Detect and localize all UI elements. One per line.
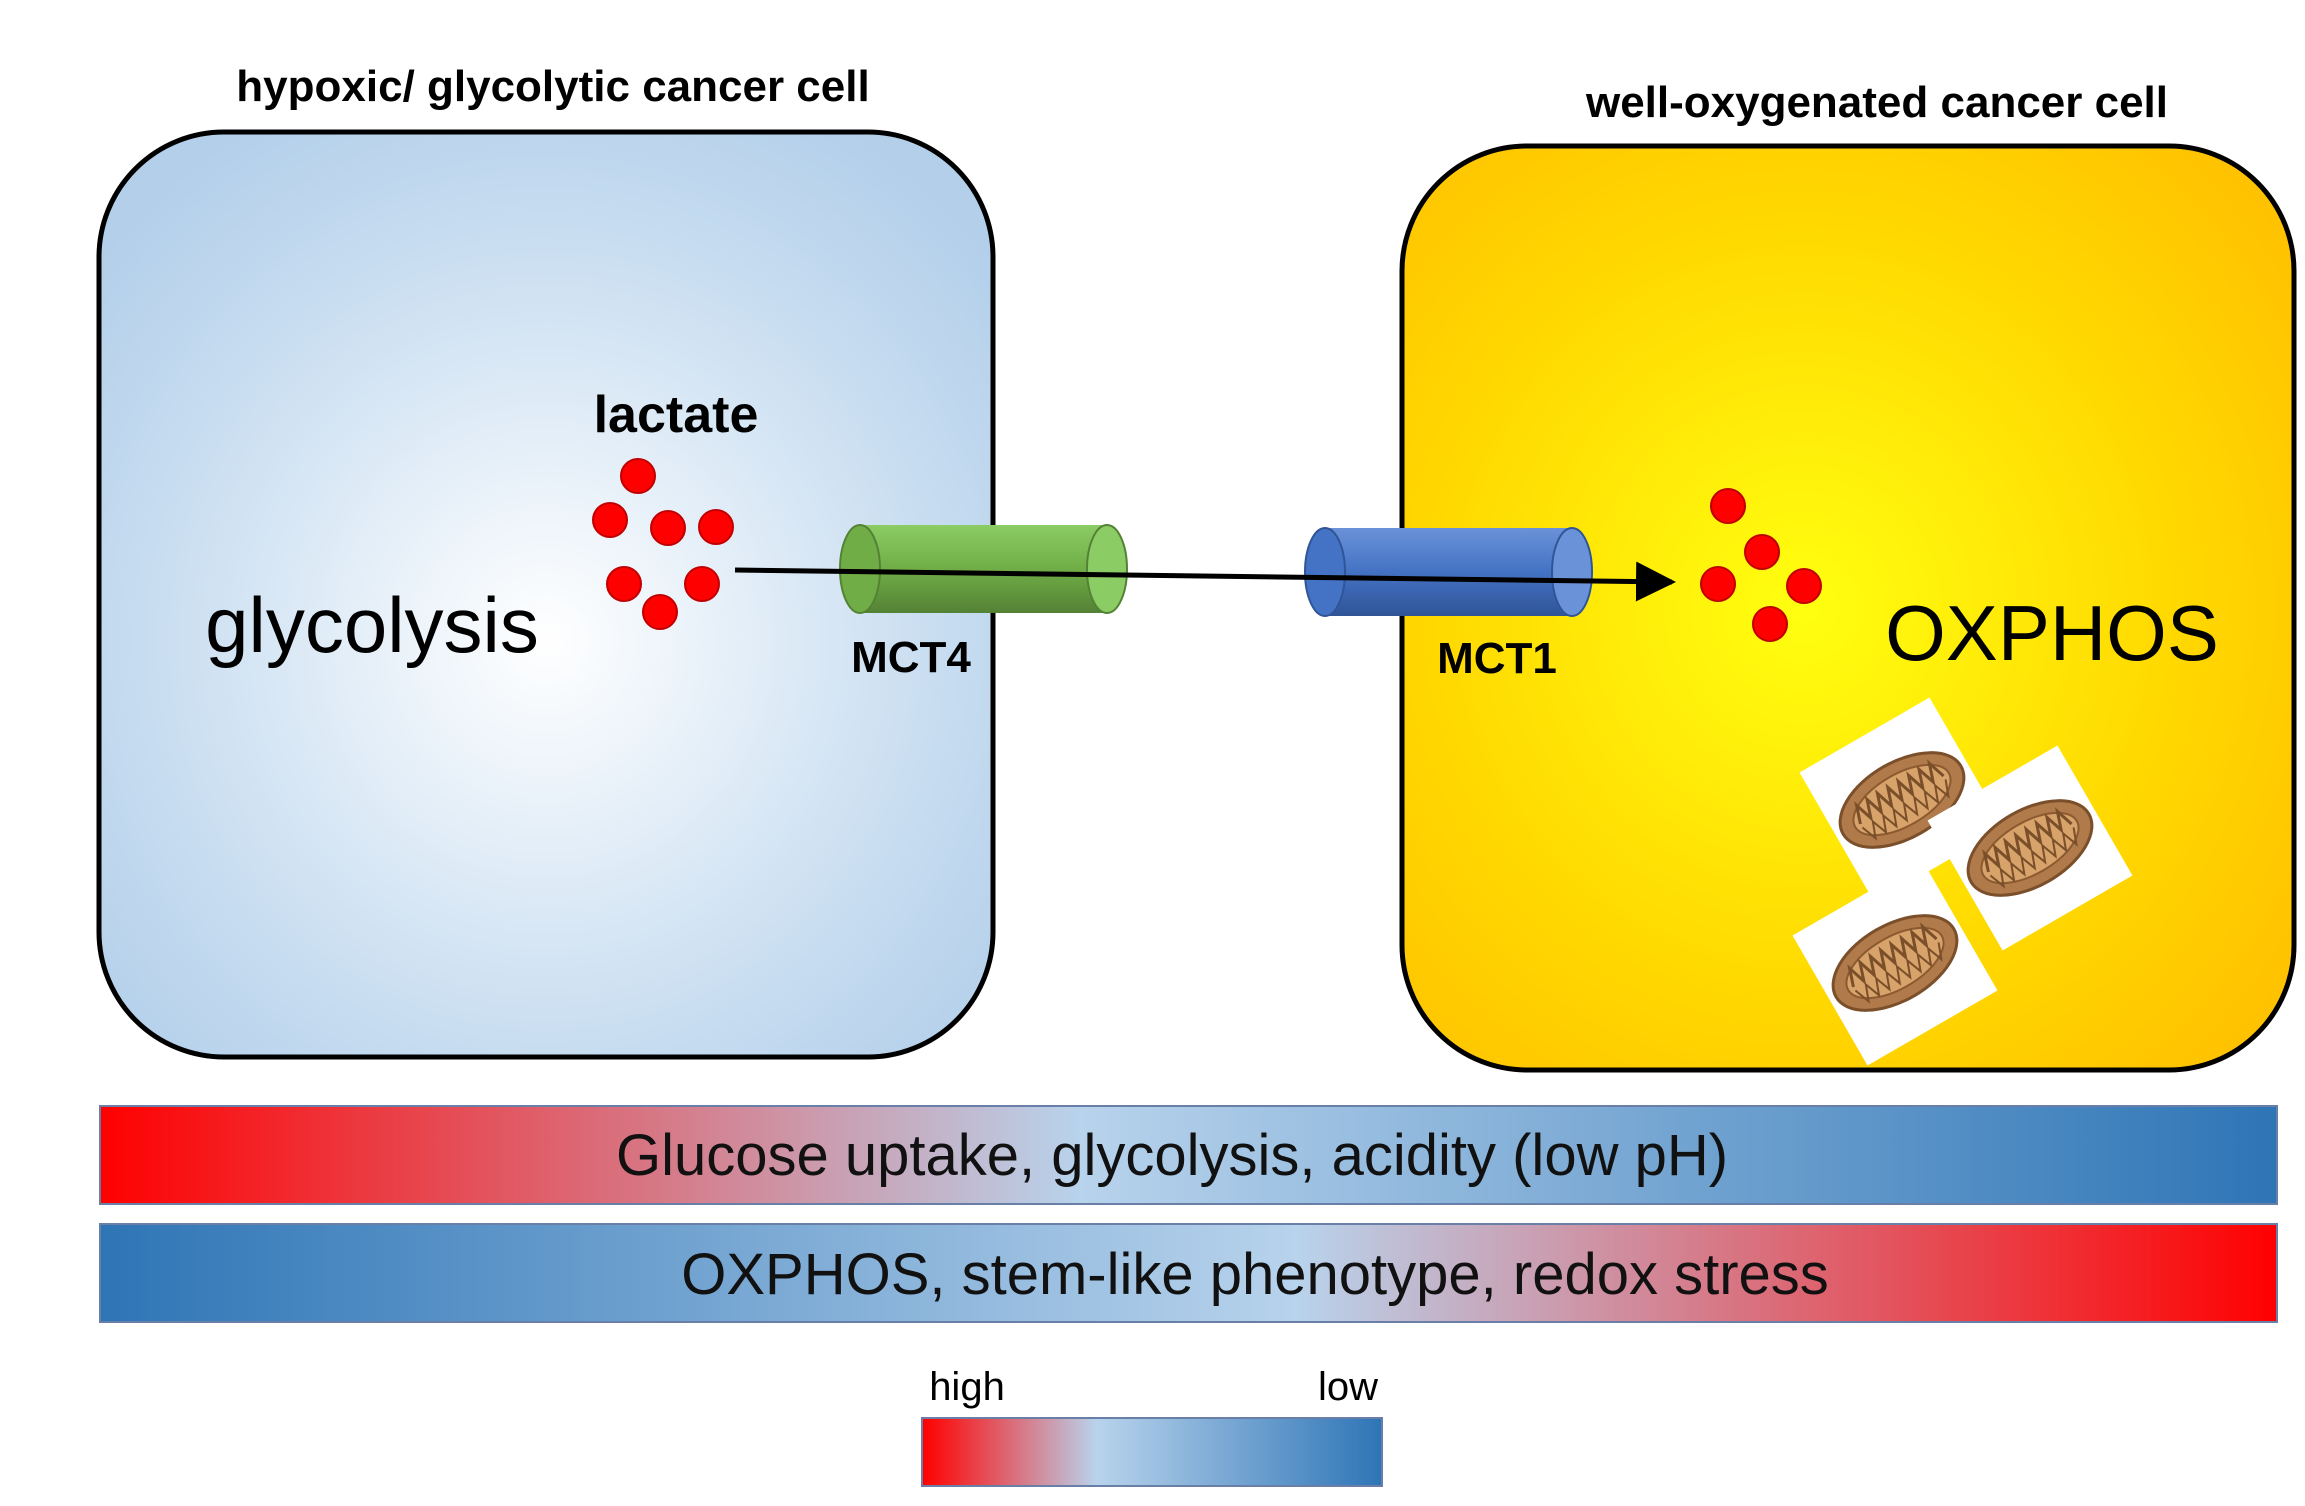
mct4-label: MCT4 <box>851 633 971 682</box>
lactate-molecule <box>620 458 656 494</box>
right-cell-title: well-oxygenated cancer cell <box>1585 78 2168 127</box>
lactate-molecule <box>606 566 642 602</box>
lactate-molecule <box>1710 488 1746 524</box>
lactate-molecule <box>642 594 678 630</box>
lactate-molecule <box>1700 566 1736 602</box>
left-cell-title: hypoxic/ glycolytic cancer cell <box>236 62 869 111</box>
lactate-label: lactate <box>594 386 759 444</box>
mct1-transporter <box>1304 527 1593 617</box>
oxphos-label: OXPHOS <box>1885 589 2219 677</box>
lactate-molecule <box>650 510 686 546</box>
gradient-bar-glucose: Glucose uptake, glycolysis, acidity (low… <box>99 1105 2278 1205</box>
glycolysis-label: glycolysis <box>205 581 539 669</box>
lactate-molecule <box>698 509 734 545</box>
mct4-transporter <box>839 524 1128 614</box>
gradient-bar-glucose-label: Glucose uptake, glycolysis, acidity (low… <box>616 1123 1728 1188</box>
lactate-molecule <box>684 566 720 602</box>
legend-low-label: low <box>1318 1365 1378 1409</box>
legend: high low <box>921 1365 1383 1487</box>
legend-high-label: high <box>929 1365 1005 1409</box>
mct1-label: MCT1 <box>1437 634 1557 683</box>
lactate-molecule <box>1752 606 1788 642</box>
lactate-molecule <box>1744 534 1780 570</box>
lactate-molecule <box>1786 568 1822 604</box>
gradient-bar-oxphos: OXPHOS, stem-like phenotype, redox stres… <box>99 1223 2278 1323</box>
right-lactate-molecules <box>1700 488 1822 642</box>
left-lactate-molecules <box>592 458 734 630</box>
lactate-transport-arrow <box>734 561 1676 602</box>
gradient-bar-oxphos-label: OXPHOS, stem-like phenotype, redox stres… <box>681 1242 1829 1307</box>
legend-color-scale <box>921 1417 1383 1487</box>
lactate-molecule <box>592 502 628 538</box>
